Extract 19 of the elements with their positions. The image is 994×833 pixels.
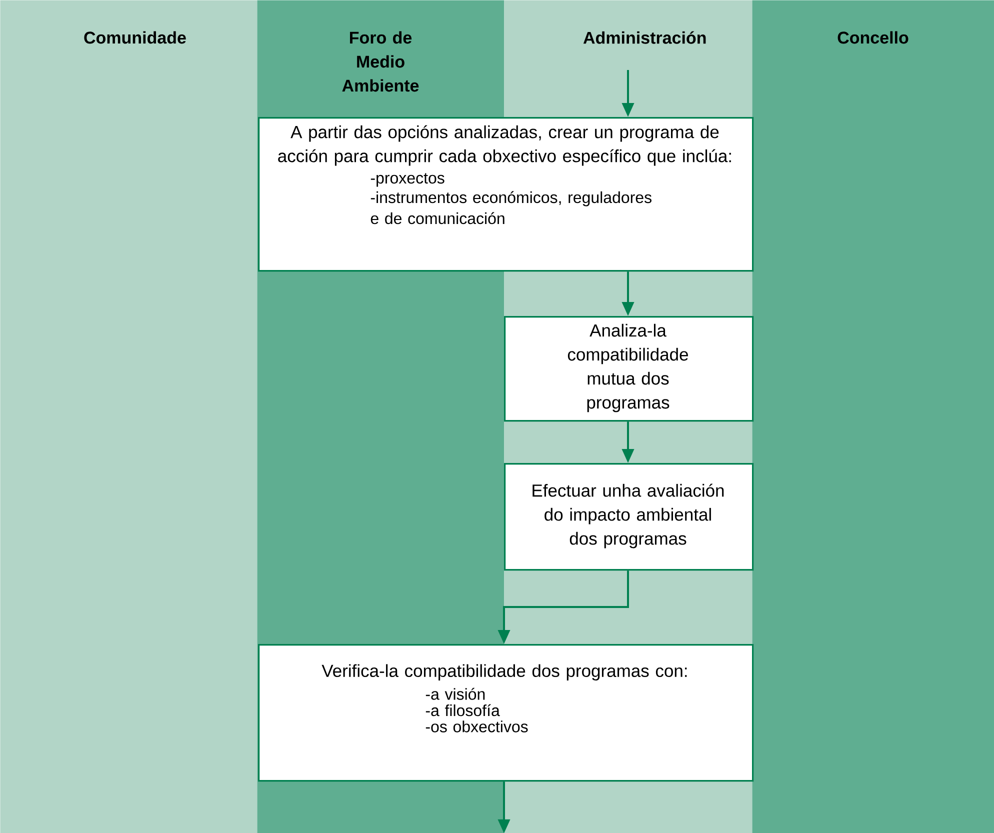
process-box bbox=[258, 117, 754, 272]
box-text: Verifica-la compatibilidade dos programas con: bbox=[322, 664, 687, 681]
list-item: -a visión bbox=[426, 688, 485, 700]
box-text: Efectuar unha avaliación do impacto ambiental dos programas bbox=[532, 484, 724, 548]
lane-heading: Comunidade bbox=[84, 31, 186, 44]
list-item: -os obxectivos bbox=[426, 720, 528, 732]
list-item: -proxectos bbox=[370, 173, 444, 187]
lane-heading: Administración bbox=[583, 31, 706, 44]
lane-heading: Concello bbox=[838, 31, 908, 44]
list-item: -a filosofía bbox=[426, 704, 500, 716]
process-box bbox=[504, 316, 754, 422]
process-box bbox=[258, 644, 754, 782]
box-text: Analiza-la compatibilidade mutua dos programas bbox=[568, 324, 688, 412]
box-text: A partir das opcións analizadas, crear un programa de acción para cumprir cada obxectivo específico que inclúa: bbox=[278, 125, 731, 166]
list-item: -instrumentos económicos, reguladores e de comunicación bbox=[370, 191, 652, 224]
swimlane bbox=[752, 0, 994, 833]
lane-heading: Foro de Medio Ambiente bbox=[342, 31, 419, 92]
swimlane bbox=[0, 0, 258, 833]
process-box bbox=[504, 463, 754, 571]
